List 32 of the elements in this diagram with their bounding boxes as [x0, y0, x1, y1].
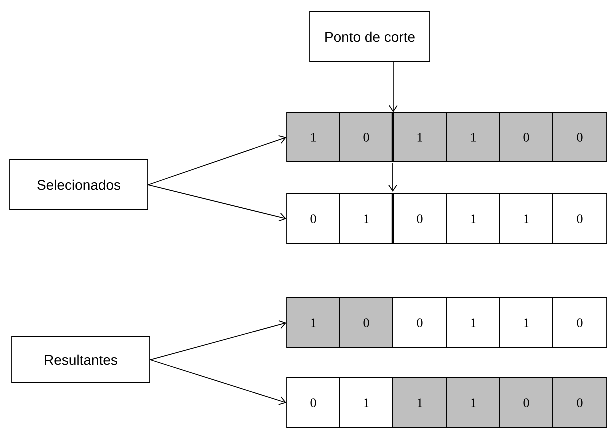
- bit-cell: 0: [392, 194, 448, 244]
- bit-cell: 1: [446, 112, 500, 162]
- bit-cell: 0: [340, 112, 394, 162]
- bit-cell: 1: [500, 194, 554, 244]
- bit-cell: 0: [340, 298, 394, 348]
- bit-cell: 0: [552, 378, 608, 428]
- bit-cell: 1: [392, 112, 448, 162]
- bit-cell: 0: [500, 378, 554, 428]
- bit-cell: 1: [446, 298, 500, 348]
- label-box: Selecionados: [10, 160, 148, 210]
- bit-cell: 0: [286, 378, 340, 428]
- bit-cell: 1: [286, 298, 340, 348]
- bit-cell: 1: [446, 194, 500, 244]
- bit-cell: 0: [286, 194, 340, 244]
- label-box: Resultantes: [12, 336, 150, 384]
- bit-cell: 1: [446, 378, 500, 428]
- label-box: Ponto de corte: [310, 12, 430, 62]
- arrow: [150, 360, 287, 406]
- arrow: [148, 135, 287, 186]
- bit-cell: 0: [500, 112, 554, 162]
- bit-cell: 0: [552, 298, 608, 348]
- bit-cell: 1: [392, 378, 448, 428]
- bit-cell: 0: [552, 194, 608, 244]
- bit-cell: 1: [340, 378, 394, 428]
- bit-cell: 0: [392, 298, 448, 348]
- arrow: [150, 320, 287, 360]
- bit-cell: 1: [340, 194, 394, 244]
- bit-cell: 0: [552, 112, 608, 162]
- arrow: [148, 184, 287, 222]
- arrow: [389, 62, 398, 113]
- bit-cell: 1: [286, 112, 340, 162]
- bit-cell: 1: [500, 298, 554, 348]
